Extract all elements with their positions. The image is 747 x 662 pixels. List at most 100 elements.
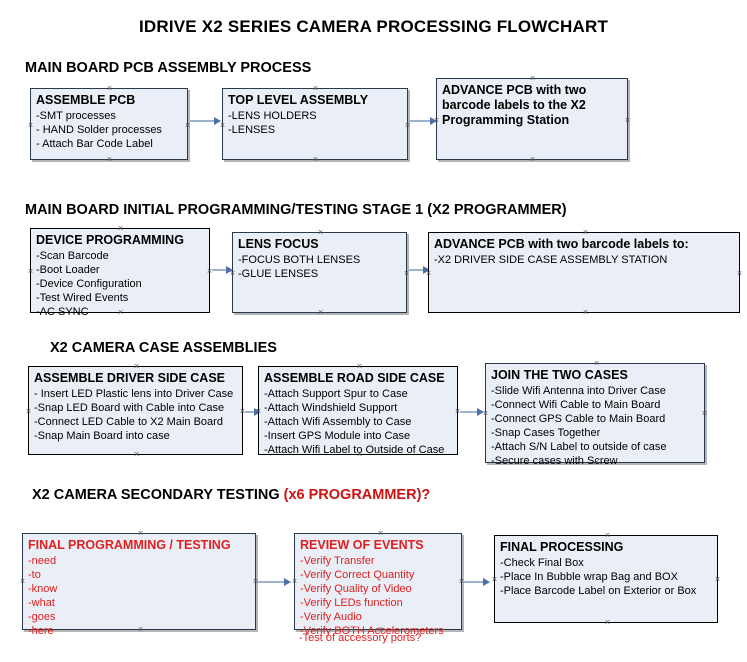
connector-arrowhead [226,266,233,274]
connector-handle-right[interactable] [404,122,411,129]
box-line: -Verify LEDs function [300,597,403,609]
box-line: -GLUE LENSES [238,268,319,280]
connector-handle-bottom[interactable] [604,619,611,626]
box-line: -to [28,569,41,581]
box-line: -Verify BOTH Accelerometers [300,625,444,637]
connector-handle-right[interactable] [184,122,191,129]
box-line: -here [28,625,54,637]
box-line: -LENS HOLDERS [228,110,317,122]
box-final-processing[interactable]: FINAL PROCESSING -Check Final Box -Place… [494,535,718,623]
connector-handle-right[interactable] [701,410,708,417]
connector-handle-left[interactable] [291,578,298,585]
box-assemble-driver-side-case[interactable]: ASSEMBLE DRIVER SIDE CASE - Insert LED P… [28,366,243,455]
box-line: -Attach Support Spur to Case [264,388,408,400]
section-heading-text: X2 CAMERA CASE ASSEMBLIES [50,340,277,356]
box-line: -goes [28,611,56,623]
connector-handle-top[interactable] [317,229,324,236]
connector-handle-left[interactable] [25,408,32,415]
box-line: - Attach Bar Code Label [36,138,153,150]
connector-handle-left[interactable] [19,578,26,585]
connector-handle-top[interactable] [106,85,113,92]
connector-handle-top[interactable] [604,532,611,539]
box-title: DEVICE PROGRAMMING [36,233,184,247]
section-heading-text: MAIN BOARD PCB ASSEMBLY PROCESS [25,60,312,76]
box-assemble-road-side-case[interactable]: ASSEMBLE ROAD SIDE CASE -Attach Support … [258,363,458,456]
box-line: -Snap LED Board with Cable into Case [34,402,225,414]
box-title: ASSEMBLE PCB [36,93,136,107]
box-line: -LENSES [228,124,276,136]
box-line: -Attach Wifi Label to Outside of Case [264,444,445,456]
box-line: - HAND Solder processes [36,124,162,136]
box-top-level-assembly[interactable]: TOP LEVEL ASSEMBLY -LENS HOLDERS -LENSES [222,88,408,160]
box-line: -Secure cases with Screw [491,455,618,467]
connector-handle-top[interactable] [117,225,124,232]
connector-handle-right[interactable] [403,270,410,277]
connector-handle-left[interactable] [27,122,34,129]
connector-arrowhead [214,117,221,125]
box-final-programming-testing[interactable]: FINAL PROGRAMMING / TESTING -need -to -k… [19,530,256,637]
box-line: -know [28,583,58,595]
box-advance-pcb-to-x2-programming-station[interactable]: ADVANCE PCB with two barcode labels to t… [436,78,628,160]
connector-handle-top[interactable] [133,363,140,370]
section-heading-main-board-pcb-assembly: MAIN BOARD PCB ASSEMBLY PROCESS [25,60,311,76]
box-line: -Boot Loader [36,264,100,276]
box-title: ASSEMBLE ROAD SIDE CASE [264,371,445,385]
section-heading-text: X2 CAMERA SECONDARY TESTING [32,487,284,503]
box-advance-pcb-to-driver-side-case-assembly[interactable]: ADVANCE PCB with two barcode labels to: … [428,232,740,313]
connector-handle-right[interactable] [624,117,631,124]
connector-arrowhead [477,408,484,416]
box-review-of-events[interactable]: REVIEW OF EVENTS -Verify Transfer -Verif… [291,530,462,637]
section-heading-accent: (x6 PROGRAMMER)? [283,487,431,503]
box-join-the-two-cases[interactable]: JOIN THE TWO CASES -Slide Wifi Antenna i… [485,360,708,467]
connector-handle-top[interactable] [356,363,363,370]
box-lens-focus[interactable]: LENS FOCUS -FOCUS BOTH LENSES -GLUE LENS… [232,232,407,313]
connector-handle-bottom[interactable] [106,156,113,163]
connector-line [410,120,433,122]
box-line: -Connect LED Cable to X2 Main Board [34,416,223,428]
connector-handle-bottom[interactable] [133,451,140,458]
box-line: -Insert GPS Module into Case [264,430,411,442]
box-line: -Place In Bubble wrap Bag and BOX [500,571,678,583]
connector-handle-bottom[interactable] [317,309,324,316]
section-heading-x2-camera-secondary-testing: X2 CAMERA SECONDARY TESTING (x6 PROGRAMM… [32,487,430,503]
box-device-programming[interactable]: DEVICE PROGRAMMING -Scan Barcode -Boot L… [27,225,210,318]
box-line: - Insert LED Plastic lens into Driver Ca… [34,388,234,400]
box-line: -Slide Wifi Antenna into Driver Case [491,385,666,397]
connector-handle-bottom[interactable] [529,156,536,163]
box-line: -Attach Wifi Assembly to Case [264,416,412,428]
connector-handle-left[interactable] [491,576,498,583]
connector-handle-right[interactable] [736,270,743,277]
box-line: -AC SYNC [36,306,89,318]
box-assemble-pcb[interactable]: ASSEMBLE PCB -SMT processes - HAND Solde… [30,88,188,160]
box-line-overflow: -Test of accessory ports? [299,632,422,644]
box-line: -Place Barcode Label on Exterior or Box [500,585,697,597]
connector-line [460,411,482,413]
connector-line [245,411,259,413]
box-title: ADVANCE PCB with two barcode labels to: [434,237,689,251]
connector-arrowhead [423,266,430,274]
connector-arrowhead [254,408,261,416]
connector-arrowhead [483,578,490,586]
box-title: ASSEMBLE DRIVER SIDE CASE [34,371,226,385]
connector-handle-bottom[interactable] [582,309,589,316]
connector-handle-top[interactable] [582,229,589,236]
box-title: FINAL PROGRAMMING / TESTING [28,538,231,552]
box-line: -Device Configuration [36,278,142,290]
section-heading-main-board-initial-programming: MAIN BOARD INITIAL PROGRAMMING/TESTING S… [25,202,567,218]
connector-handle-left[interactable] [27,268,34,275]
connector-handle-top[interactable] [377,530,384,537]
box-line: -FOCUS BOTH LENSES [238,254,361,266]
connector-handle-bottom[interactable] [312,156,319,163]
connector-handle-top[interactable] [312,85,319,92]
box-line: -Verify Quality of Video [300,583,412,595]
connector-handle-right[interactable] [714,576,721,583]
connector-handle-top[interactable] [593,360,600,367]
box-line: -Connect GPS Cable to Main Board [491,413,666,425]
connector-handle-top[interactable] [137,530,144,537]
box-line: -Verify Correct Quantity [300,569,415,581]
box-line: -what [28,597,55,609]
connector-handle-top[interactable] [529,75,536,82]
box-line: -Verify Audio [300,611,362,623]
box-line: -Scan Barcode [36,250,109,262]
